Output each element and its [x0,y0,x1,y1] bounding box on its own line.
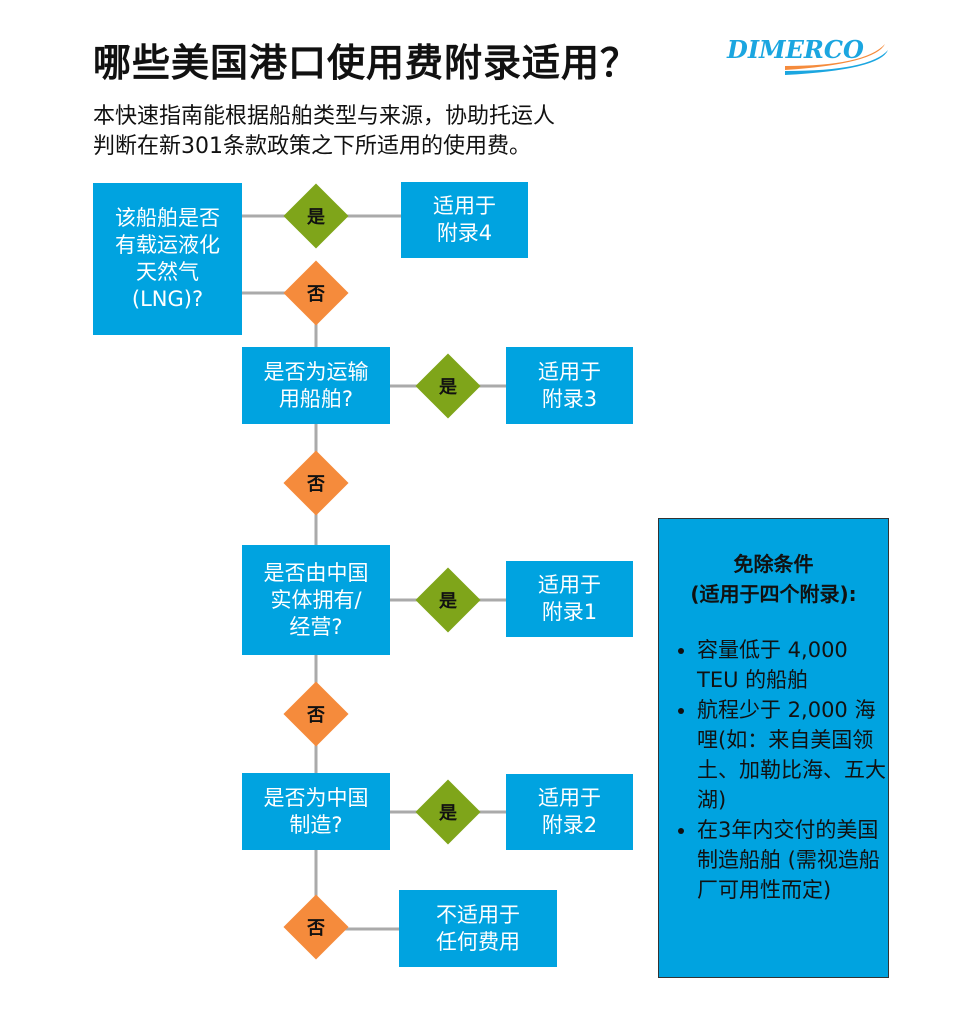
exemption-item: 航程少于 2,000 海哩(如：来自美国领土、加勒比海、五大湖) [697,695,888,815]
no-diamond: 否 [283,681,349,747]
yes-diamond: 是 [415,567,481,633]
result-annex-1: 适用于附录1 [506,561,633,637]
question-chinese-built: 是否为中国制造? [242,773,390,850]
exemption-item: 容量低于 4,000 TEU 的船舶 [697,635,888,695]
subtitle-line-2: 判断在新301条款政策之下所适用的使用费。 [93,134,531,159]
dimerco-logo: DIMERCO [726,35,888,75]
result-no-fee: 不适用于任何费用 [399,890,557,967]
question-chinese-owned: 是否由中国实体拥有/经营? [242,545,390,655]
no-diamond: 否 [283,450,349,516]
exemptions-title: 免除条件 (适用于四个附录): [690,552,857,606]
result-annex-4: 适用于附录4 [401,182,528,258]
subtitle-line-1: 本快速指南能根据船舶类型与来源，协助托运人 [93,104,556,129]
yes-diamond: 是 [415,353,481,419]
yes-diamond: 是 [283,183,349,249]
question-lng: 该船舶是否有载运液化天然气(LNG)? [93,183,242,335]
page-title: 哪些美国港口使用费附录适用？ [93,41,640,85]
no-diamond: 否 [283,894,349,960]
exemptions-list: 容量低于 4,000 TEU 的船舶 航程少于 2,000 海哩(如：来自美国领… [659,635,888,905]
no-diamond: 否 [283,260,349,326]
svg-text:DIMERCO: DIMERCO [726,35,864,64]
question-transport: 是否为运输用船舶? [242,347,390,424]
yes-diamond: 是 [415,779,481,845]
exemption-item: 在3年内交付的美国制造船舶 (需视造船厂可用性而定) [697,815,888,905]
result-annex-3: 适用于附录3 [506,347,633,424]
exemptions-box: 免除条件 (适用于四个附录): 容量低于 4,000 TEU 的船舶 航程少于 … [658,518,889,978]
result-annex-2: 适用于附录2 [506,774,633,850]
